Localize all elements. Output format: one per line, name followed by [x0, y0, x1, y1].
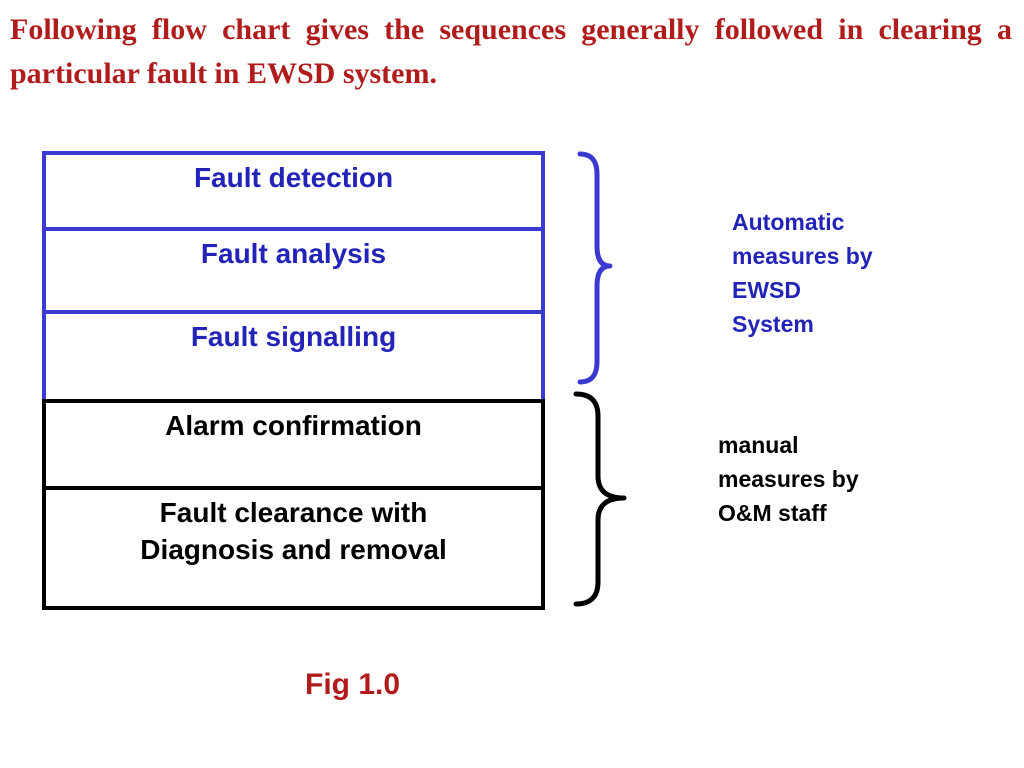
manual-group-brace [573, 391, 627, 607]
step-label: Fault clearance with Diagnosis and remov… [140, 497, 447, 565]
step-label: Fault signalling [190, 321, 397, 352]
intro-text: Following flow chart gives the sequences… [10, 13, 1012, 90]
automatic-group-brace [577, 151, 613, 385]
step-fault-signalling: Fault signalling [42, 310, 545, 405]
step-label: Alarm confirmation [165, 410, 422, 441]
step-fault-clearance: Fault clearance with Diagnosis and remov… [42, 486, 545, 610]
step-label: Fault detection [193, 162, 394, 193]
figure-caption: Fig 1.0 [305, 668, 401, 701]
step-label: Fault analysis [200, 238, 387, 269]
step-alarm-confirmation: Alarm confirmation [42, 399, 545, 490]
automatic-measures-label: Automatic measures by EWSD System [732, 209, 873, 337]
manual-measures-label: manual measures by O&M staff [718, 432, 859, 526]
